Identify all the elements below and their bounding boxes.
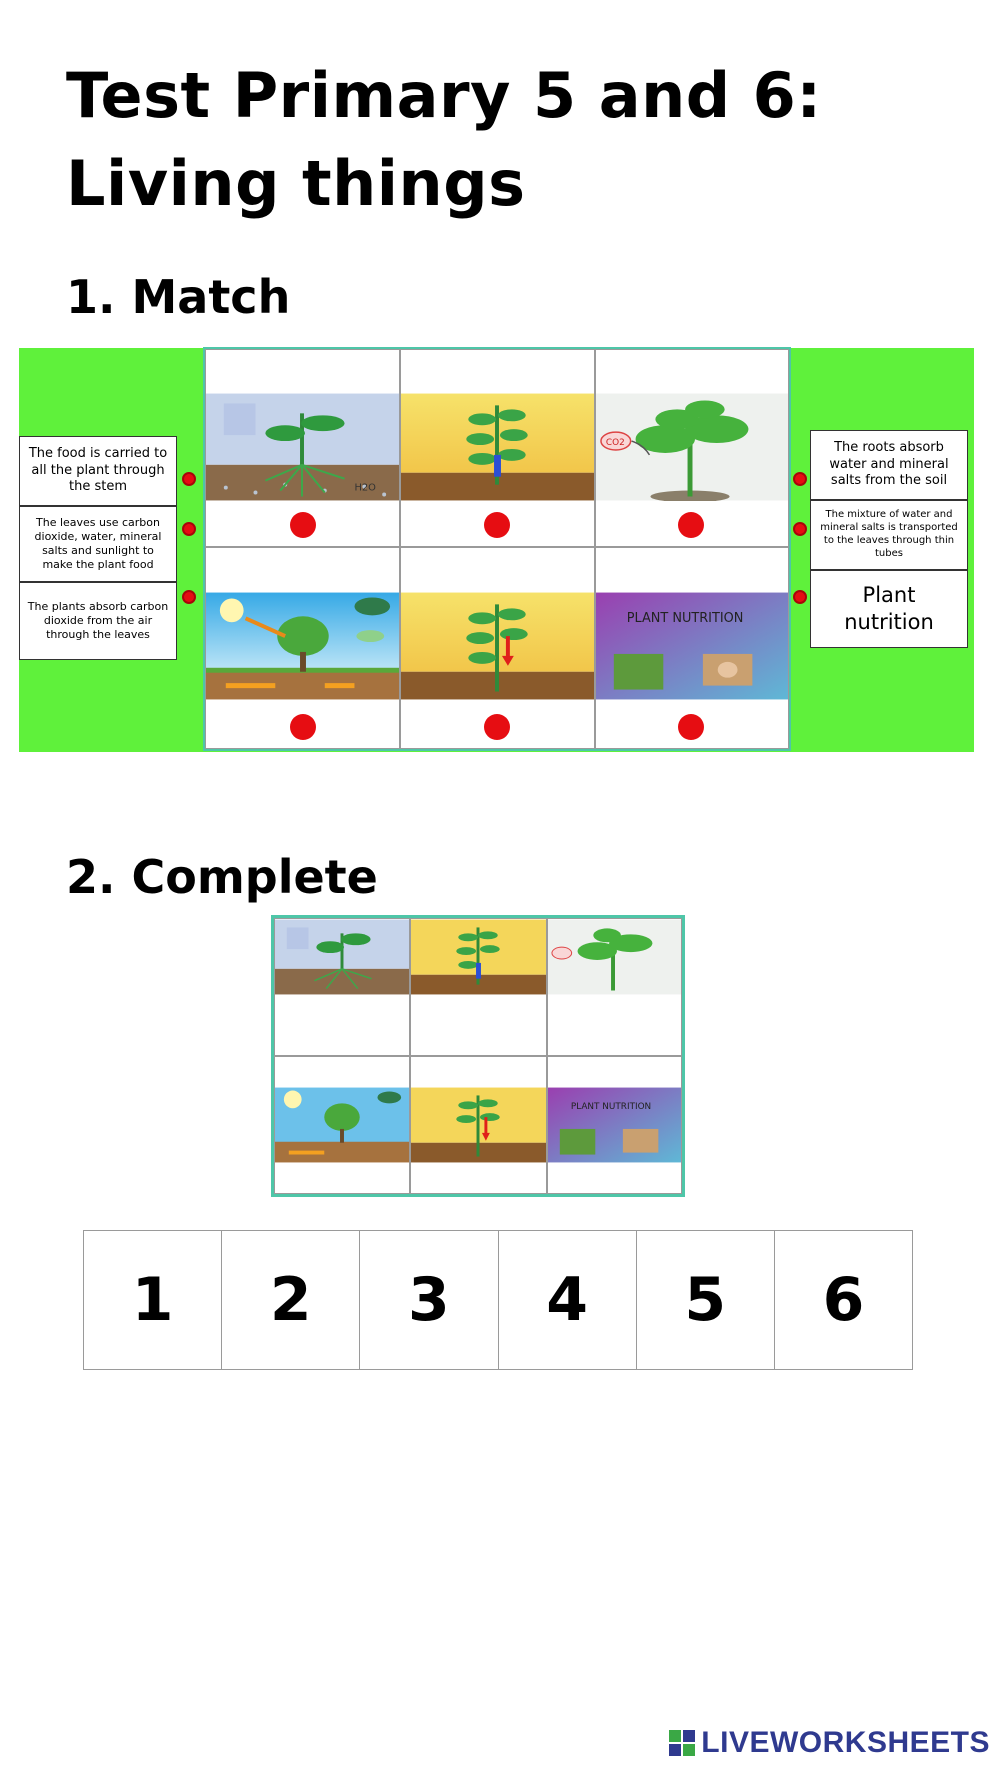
answer-box-5[interactable]: 5 <box>637 1231 775 1369</box>
match-dot-1[interactable] <box>290 512 316 538</box>
match-right-dot-2[interactable] <box>793 522 807 536</box>
answer-box-2[interactable]: 2 <box>222 1231 361 1369</box>
complete-answer-row: 1 2 3 4 5 6 <box>83 1230 913 1370</box>
complete-roots-image <box>275 919 409 995</box>
liveworksheets-logo: LIVEWORKSHEETS <box>669 1726 990 1760</box>
page-title: Test Primary 5 and 6: Living things <box>66 52 822 228</box>
complete-cell-3 <box>547 918 682 1056</box>
complete-cell-4 <box>274 1056 410 1194</box>
match-right-card-2: The mixture of water and mineral salts i… <box>810 500 968 570</box>
complete-plant-nutrition-image: PLANT NUTRITION <box>548 1087 681 1163</box>
roots-absorb-image: H2O <box>206 393 399 501</box>
match-dot-5[interactable] <box>484 714 510 740</box>
answer-box-1[interactable]: 1 <box>84 1231 223 1369</box>
page-title-line-2: Living things <box>66 147 526 220</box>
match-right-card-3: Plant nutrition <box>810 570 968 648</box>
complete-stem-red-image <box>411 1087 546 1163</box>
complete-cell-1 <box>274 918 410 1056</box>
match-left-card-2: The leaves use carbon dioxide, water, mi… <box>19 506 177 582</box>
photosynthesis-diagram-image <box>206 592 399 700</box>
stem-transport-image <box>401 393 594 501</box>
match-cell-photosynthesis <box>205 547 400 749</box>
complete-cell-6: PLANT NUTRITION <box>547 1056 682 1194</box>
answer-box-6[interactable]: 6 <box>822 1265 865 1335</box>
complete-section-heading: 2. Complete <box>66 850 378 904</box>
co2-label: CO2 <box>606 438 625 448</box>
food-carried-stem-image <box>401 592 594 700</box>
match-right-dot-3[interactable] <box>793 590 807 604</box>
complete-photosynthesis-image <box>275 1087 409 1163</box>
leaves-co2-image: CO2 <box>596 393 788 501</box>
h2o-label: H2O <box>354 483 376 494</box>
match-left-card-3: The plants absorb carbon dioxide from th… <box>19 582 177 660</box>
match-cell-stem-red <box>400 547 595 749</box>
match-section-heading: 1. Match <box>66 270 291 324</box>
match-cell-roots: H2O <box>205 349 400 547</box>
complete-plant-nutrition-text: PLANT NUTRITION <box>571 1102 651 1112</box>
match-left-card-1: The food is carried to all the plant thr… <box>19 436 177 506</box>
match-dot-6[interactable] <box>678 714 704 740</box>
page-title-line-1: Test Primary 5 and 6: <box>66 59 822 132</box>
complete-stem-blue-image <box>411 919 546 995</box>
match-dot-3[interactable] <box>678 512 704 538</box>
match-cell-plant-nutrition: PLANT NUTRITION <box>595 547 789 749</box>
complete-co2-image <box>548 919 681 995</box>
plant-nutrition-image-text: PLANT NUTRITION <box>627 611 744 626</box>
liveworksheets-logo-icon <box>669 1730 696 1756</box>
complete-cell-5 <box>410 1056 547 1194</box>
match-left-dot-1[interactable] <box>182 472 196 486</box>
complete-cell-2 <box>410 918 547 1056</box>
match-right-card-1: The roots absorb water and mineral salts… <box>810 430 968 500</box>
match-right-dot-1[interactable] <box>793 472 807 486</box>
plant-nutrition-card-image: PLANT NUTRITION <box>596 592 788 700</box>
answer-box-4[interactable]: 4 <box>499 1231 637 1369</box>
match-left-dot-2[interactable] <box>182 522 196 536</box>
match-image-grid: H2O CO2 <box>203 347 791 751</box>
liveworksheets-logo-text: LIVEWORKSHEETS <box>701 1726 990 1759</box>
complete-image-grid: PLANT NUTRITION <box>271 915 685 1197</box>
match-left-dot-3[interactable] <box>182 590 196 604</box>
answer-box-3[interactable]: 3 <box>360 1231 499 1369</box>
match-cell-co2: CO2 <box>595 349 789 547</box>
match-dot-2[interactable] <box>484 512 510 538</box>
match-cell-stem-blue <box>400 349 595 547</box>
match-dot-4[interactable] <box>290 714 316 740</box>
